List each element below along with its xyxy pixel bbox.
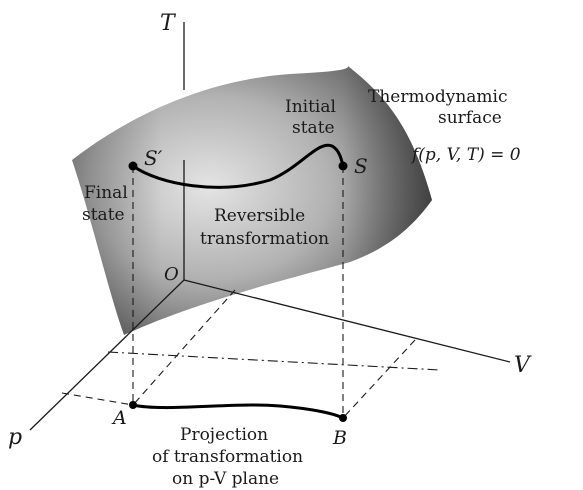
point-s-prime (128, 161, 138, 171)
point-a (129, 401, 137, 409)
projection-line2: of transformation (152, 447, 303, 467)
surface-equation: f(p, V, T) = 0 (410, 145, 521, 165)
construction-line-3 (107, 351, 441, 371)
p-axis-label: p (8, 425, 22, 450)
point-b (339, 414, 347, 422)
v-axis (183, 279, 511, 363)
construction-line-1 (132, 289, 236, 406)
a-label: A (111, 407, 127, 429)
p-axis (29, 279, 185, 431)
s-prime-label: S′ (144, 146, 163, 170)
construction-line-4 (61, 392, 134, 406)
projection-line3: on p-V plane (172, 469, 279, 489)
surface-label-line1: Thermodynamic (368, 87, 507, 107)
s-label: S (354, 154, 368, 178)
point-s (338, 161, 348, 171)
surface-shading (72, 66, 432, 335)
b-label: B (332, 427, 347, 449)
reversible-line2: transformation (200, 229, 329, 249)
reversible-line1: Reversible (214, 206, 305, 226)
initial-state-line1: Initial (285, 97, 336, 117)
final-state-line2: state (82, 205, 125, 225)
reversible-curve (131, 143, 345, 189)
surface-label-line2: surface (438, 108, 502, 128)
construction-line-2 (342, 339, 416, 419)
projection-curve (131, 403, 345, 420)
projection-line1: Projection (180, 425, 268, 445)
origin-label: O (164, 264, 179, 285)
initial-state-line2: state (292, 118, 335, 138)
t-axis-label: T (160, 11, 177, 36)
v-axis-label: V (514, 353, 532, 378)
final-state-line1: Final (84, 183, 128, 203)
